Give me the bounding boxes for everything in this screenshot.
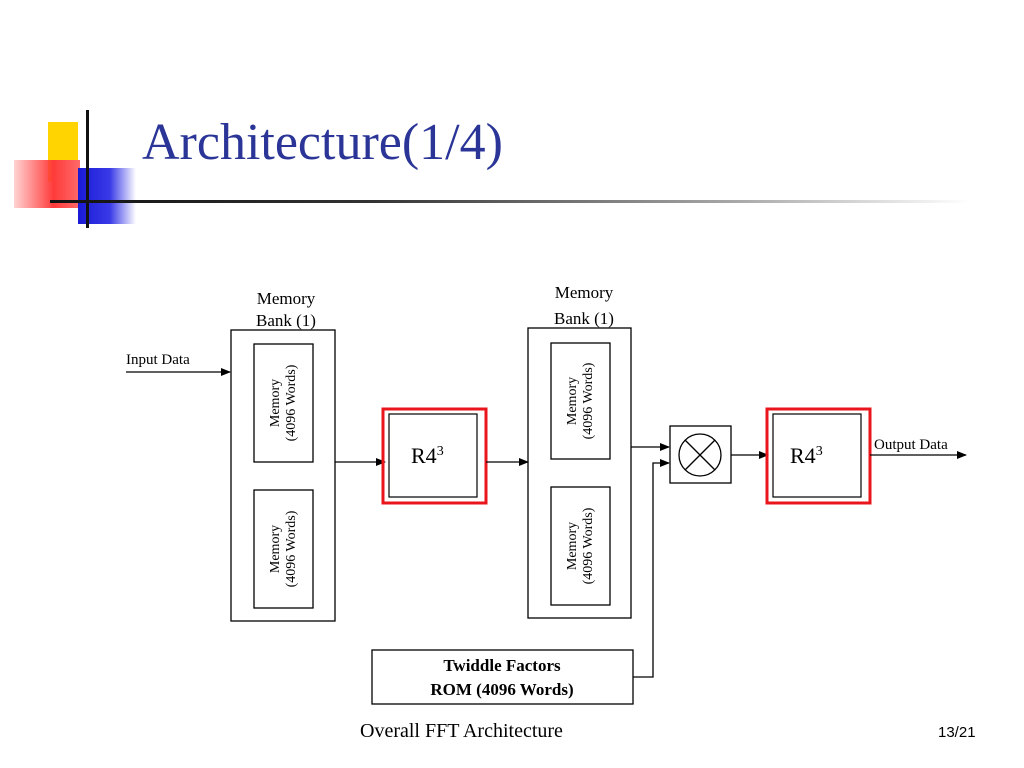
decor-vertical-line xyxy=(86,110,89,228)
bank2-title-line1: Memory xyxy=(555,283,614,302)
bank1-title-line1: Memory xyxy=(257,289,316,308)
multiplier-icon xyxy=(678,433,722,477)
bank1-memory-top-label-2: (4096 Words) xyxy=(284,364,299,441)
bank1-memory-bottom xyxy=(253,489,314,609)
r4-right-exponent: 3 xyxy=(816,444,823,459)
r4-left-block xyxy=(388,413,478,498)
bank2-title-line2: Bank (1) xyxy=(554,309,614,328)
bank1-memory-bottom-label-2: (4096 Words) xyxy=(284,510,299,587)
input-data-label: Input Data xyxy=(126,352,190,368)
bank2-memory-bottom-label-2: (4096 Words) xyxy=(581,507,596,584)
r4-right-label: R43 xyxy=(790,443,823,468)
bank1-memory-top-label-1: Memory xyxy=(268,379,283,427)
twiddle-rom-label-1: Twiddle Factors xyxy=(443,656,561,675)
bank2-memory-bottom xyxy=(550,486,611,606)
figure-caption: Overall FFT Architecture xyxy=(360,720,563,742)
bank2-memory-bottom-label-1: Memory xyxy=(565,522,580,570)
memory-bank-1 xyxy=(230,329,336,622)
bank2-memory-top-label-2: (4096 Words) xyxy=(581,362,596,439)
bank1-title-line2: Bank (1) xyxy=(256,311,316,330)
bank2-memory-top xyxy=(550,342,611,460)
page-number: 13/21 xyxy=(938,724,976,741)
r4-left-highlight xyxy=(381,407,488,505)
output-data-label: Output Data xyxy=(874,437,948,453)
bank1-memory-top xyxy=(253,343,314,463)
bank2-memory-top-label-1: Memory xyxy=(565,377,580,425)
memory-bank-2 xyxy=(527,327,632,619)
r4-left-exponent: 3 xyxy=(437,444,444,459)
title-underline xyxy=(50,200,970,203)
twiddle-rom-label-2: ROM (4096 Words) xyxy=(430,680,573,699)
r4-right-block xyxy=(772,413,862,498)
slide-title: Architecture(1/4) xyxy=(142,114,503,171)
twiddle-to-multiplier-arrow xyxy=(633,459,670,678)
r4-right-highlight xyxy=(765,407,872,505)
bank1-memory-bottom-label-1: Memory xyxy=(268,525,283,573)
r4-left-label: R43 xyxy=(411,443,444,468)
